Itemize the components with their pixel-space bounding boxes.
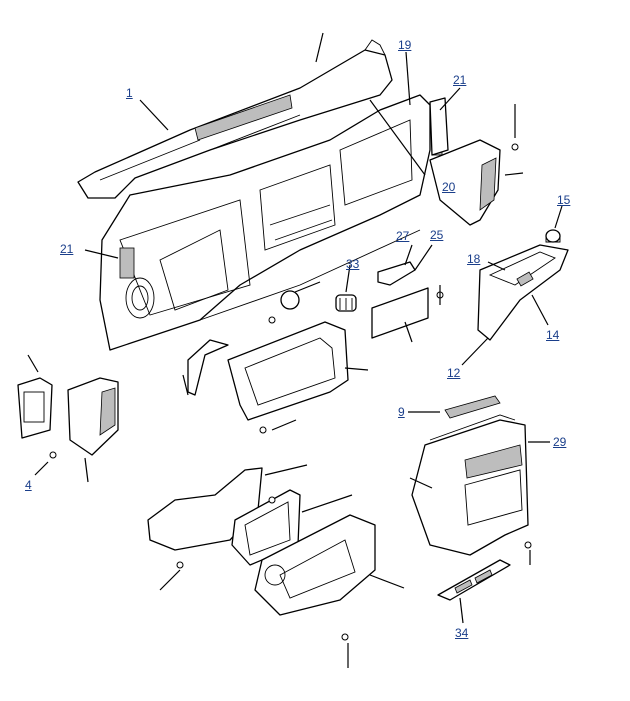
callout-20[interactable]: 20 xyxy=(442,180,456,194)
callout-34[interactable]: 34 xyxy=(455,626,469,640)
part-27-bracket xyxy=(377,261,416,286)
part-9-vent xyxy=(444,395,501,419)
part-21-vent-right xyxy=(429,97,449,156)
cluster-bezel xyxy=(187,321,349,421)
callout-15[interactable]: 15 xyxy=(557,193,571,207)
left-end-panel xyxy=(17,377,119,456)
part-34-switch-panel xyxy=(437,559,511,601)
part-1-crossbar xyxy=(77,39,393,199)
callout-21-right[interactable]: 21 xyxy=(453,73,467,87)
center-knob xyxy=(280,290,300,310)
callout-1[interactable]: 1 xyxy=(126,86,133,100)
part-15-knob xyxy=(545,229,561,243)
part-29-console-bezel xyxy=(411,414,529,556)
callout-25[interactable]: 25 xyxy=(430,228,444,242)
callout-18[interactable]: 18 xyxy=(467,252,481,266)
part-33-switch xyxy=(335,294,357,312)
callout-19[interactable]: 19 xyxy=(398,38,412,52)
callout-27[interactable]: 27 xyxy=(396,229,410,243)
callout-33[interactable]: 33 xyxy=(346,257,360,271)
callout-4[interactable]: 4 xyxy=(25,478,32,492)
callout-14[interactable]: 14 xyxy=(546,328,560,342)
part-18-glove-box xyxy=(477,244,569,341)
callout-29[interactable]: 29 xyxy=(553,435,567,449)
callout-21-left[interactable]: 21 xyxy=(60,242,74,256)
part-20-end-cap xyxy=(429,139,501,226)
part-25-panel xyxy=(371,287,429,339)
callout-9[interactable]: 9 xyxy=(398,405,405,419)
lower-dash-panels xyxy=(147,467,376,616)
callout-12[interactable]: 12 xyxy=(447,366,461,380)
leader-lines xyxy=(27,32,563,668)
